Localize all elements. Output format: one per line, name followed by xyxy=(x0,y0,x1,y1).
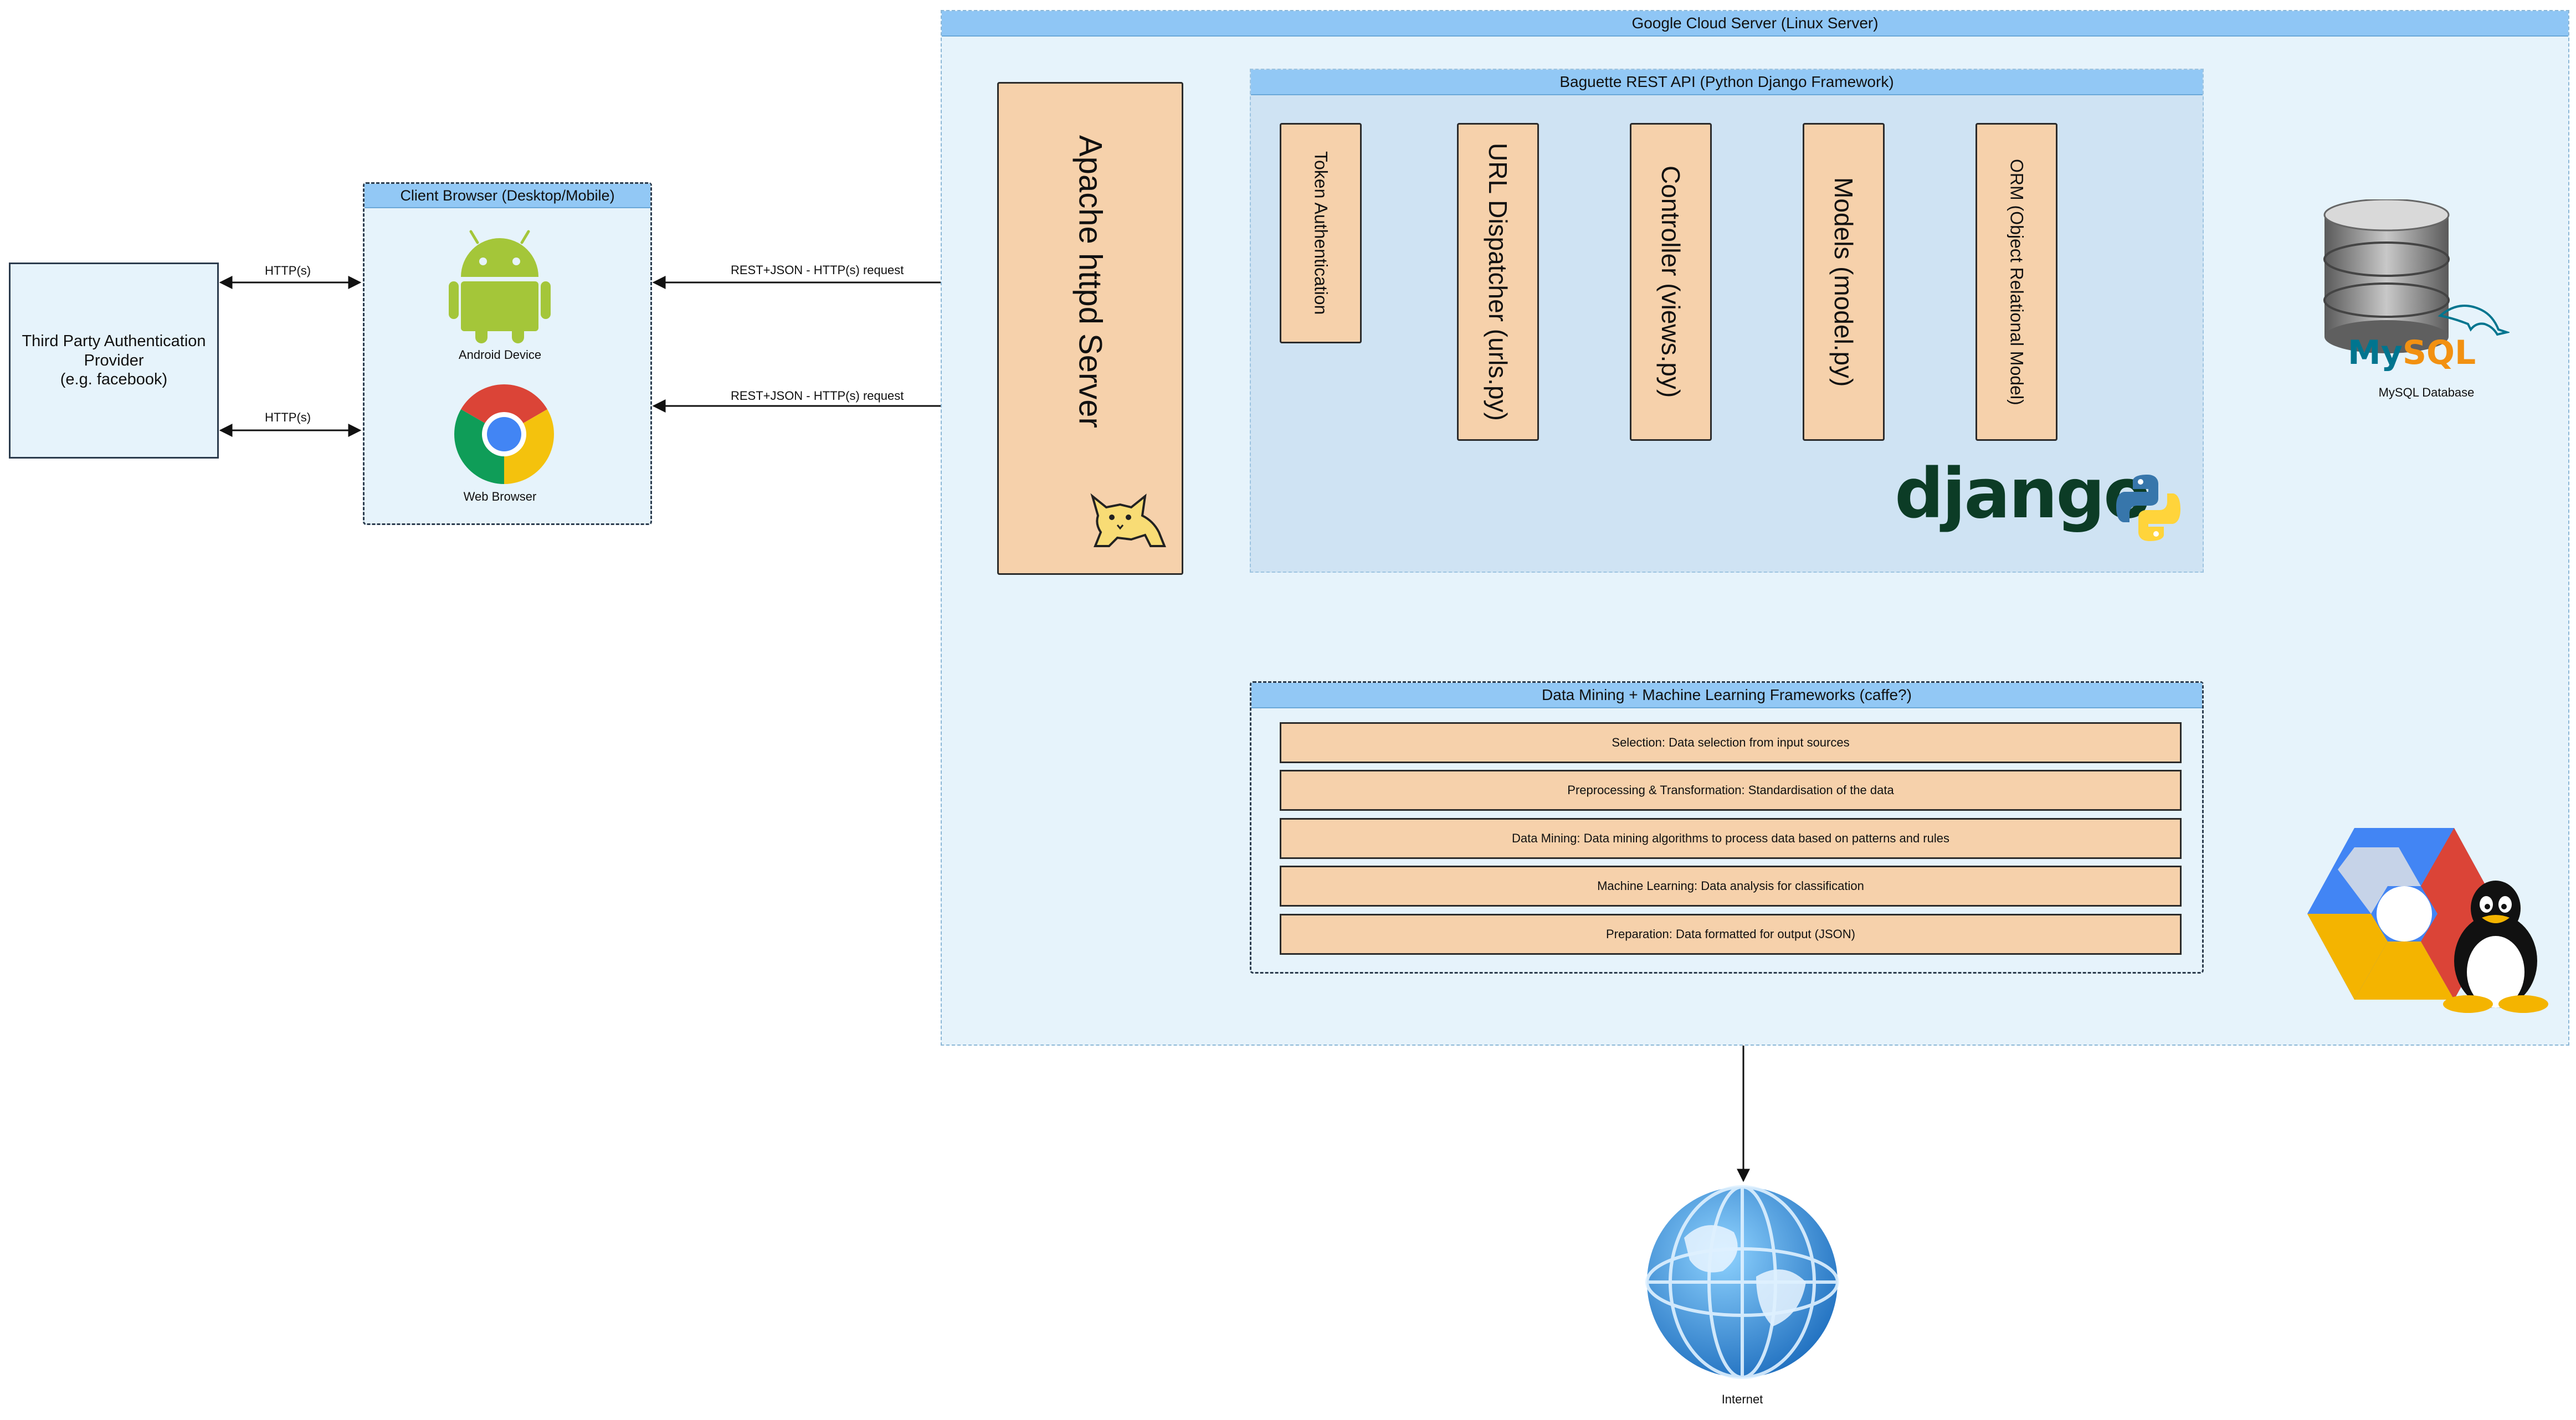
data-mining-title: Data Mining + Machine Learning Framework… xyxy=(1251,683,2202,708)
step-data-mining: Data Mining: Data mining algorithms to p… xyxy=(1280,818,2182,859)
third-party-line2: Provider xyxy=(84,351,144,369)
mysql-logo: MySQL xyxy=(2348,333,2476,372)
token-authentication-label: Token Authentication xyxy=(1311,151,1331,315)
apache-server-box: Apache httpd Server xyxy=(997,82,1183,575)
internet-label: Internet xyxy=(1721,1392,1763,1406)
django-logo: django xyxy=(1895,454,2151,534)
models-label: Models (model.py) xyxy=(1829,177,1858,387)
android-icon xyxy=(449,230,551,343)
apache-server-label: Apache httpd Server xyxy=(1072,135,1109,428)
linux-tux-icon xyxy=(2443,881,2548,1013)
http-bottom-label: HTTP(s) xyxy=(263,410,314,425)
url-dispatcher-label: URL Dispatcher (urls.py) xyxy=(1484,143,1512,421)
third-party-auth-box: Third Party Authentication Provider (e.g… xyxy=(9,263,219,459)
mysql-database-label: MySQL Database xyxy=(2378,385,2475,399)
google-cloud-icon xyxy=(2307,828,2501,1000)
url-dispatcher-box: URL Dispatcher (urls.py) xyxy=(1457,123,1539,441)
step-preprocessing: Preprocessing & Transformation: Standard… xyxy=(1280,770,2182,811)
orm-label: ORM (Object Relational Model) xyxy=(2007,158,2027,405)
globe-icon xyxy=(1645,1185,1839,1379)
baguette-rest-api-title: Baguette REST API (Python Django Framewo… xyxy=(1251,70,2203,95)
client-browser-title: Client Browser (Desktop/Mobile) xyxy=(365,184,650,208)
mysql-logo-sql: SQL xyxy=(2402,333,2476,372)
tomcat-icon xyxy=(1090,493,1166,547)
step-machine-learning: Machine Learning: Data analysis for clas… xyxy=(1280,866,2182,907)
orm-box: ORM (Object Relational Model) xyxy=(1975,123,2057,441)
python-icon xyxy=(2116,475,2180,541)
third-party-line3: (e.g. facebook) xyxy=(60,371,168,389)
rest-top-label: REST+JSON - HTTP(s) request xyxy=(728,263,906,277)
controller-label: Controller (views.py) xyxy=(1656,166,1685,398)
chrome-icon xyxy=(454,384,554,484)
third-party-line1: Third Party Authentication xyxy=(22,332,206,350)
step-selection: Selection: Data selection from input sou… xyxy=(1280,722,2182,763)
google-cloud-server-title: Google Cloud Server (Linux Server) xyxy=(942,11,2568,37)
token-authentication-box: Token Authentication xyxy=(1280,123,1362,343)
web-browser-label: Web Browser xyxy=(463,490,537,503)
http-top-label: HTTP(s) xyxy=(263,264,314,278)
dolphin-icon xyxy=(2438,305,2510,336)
database-icon xyxy=(2323,199,2450,353)
controller-box: Controller (views.py) xyxy=(1630,123,1712,441)
mysql-logo-my: My xyxy=(2348,333,2403,372)
step-preparation: Preparation: Data formatted for output (… xyxy=(1280,914,2182,955)
models-box: Models (model.py) xyxy=(1803,123,1885,441)
rest-bottom-label: REST+JSON - HTTP(s) request xyxy=(728,389,906,403)
android-device-label: Android Device xyxy=(458,348,542,362)
